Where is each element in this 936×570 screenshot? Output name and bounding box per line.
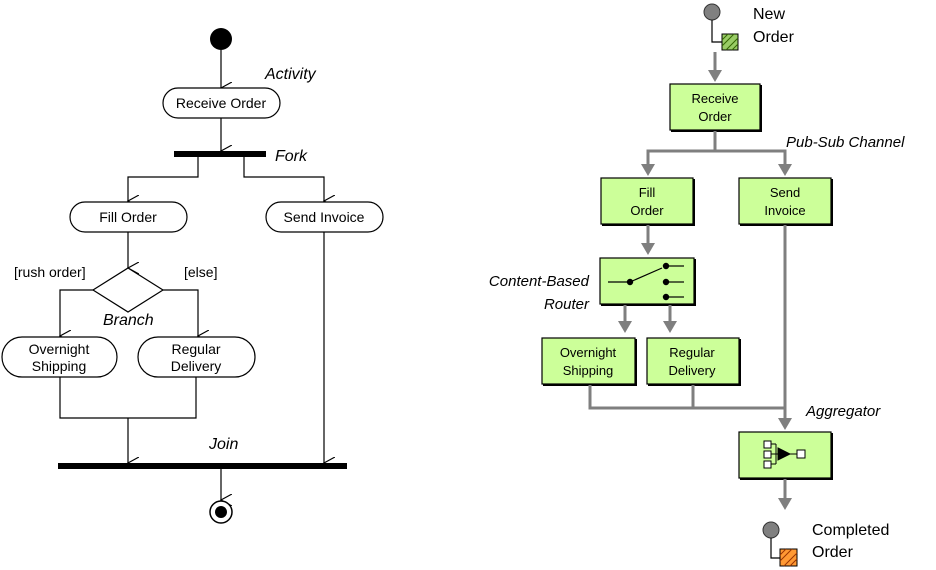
join-label: Join [208,436,238,453]
flow-fork-to-invoice [243,157,324,201]
arrow-new-to-receive [708,70,722,82]
send-invoice-label-1: Send [770,185,800,200]
flow-overnight-to-regular-merge [59,377,197,419]
arrow-fill-to-router [641,243,655,255]
fill-order-label: Fill Order [99,209,157,225]
overnight-label-2: Shipping [563,363,614,378]
branch-diamond [91,267,165,313]
fill-order-label-2: Order [630,203,664,218]
regular-delivery-label-2: Delivery [171,358,222,374]
regular-label-2: Delivery [669,363,716,378]
pubsub-channel-label: Pub-Sub Channel [786,134,905,151]
router-label-2: Router [544,296,590,313]
completed-order-icon-hatch [779,548,798,567]
router-box-shadow [601,259,696,306]
new-order-label-2: Order [753,29,795,46]
overnight-shipping-label-2: Shipping [32,358,87,374]
guard-else: [else] [184,264,217,280]
guard-rush-order: [rush order] [14,264,86,280]
completed-order-connector [770,538,780,559]
new-order-label-1: New [753,6,785,23]
receive-order-label-1: Receive [692,91,739,106]
completed-order-endpoint-dot [762,521,780,539]
overnight-shipping-box [541,337,636,385]
completed-order-label-1: Completed [812,522,889,539]
pubsub-channel [646,149,787,166]
arrow-router-to-overnight [618,321,632,333]
final-node-core [215,506,227,518]
flow-branch-to-overnight [60,289,93,336]
regular-delivery-label-1: Regular [171,341,220,357]
overnight-label-1: Overnight [560,345,617,360]
send-invoice-box-shadow [740,179,833,226]
regular-box-shadow [648,339,741,386]
uml-activity-diagram: Activity Receive Order Fork Fill Order S… [1,28,384,524]
aggregator-box-shadow [740,433,833,480]
overnight-box-shadow [543,339,637,386]
branch-label: Branch [103,312,154,329]
join-bar [58,463,347,469]
fork-bar [174,151,266,157]
send-invoice-label-2: Invoice [764,203,805,218]
arrow-router-to-regular [663,321,677,333]
eip-diagram: New Order Receive Order Pub-Sub Channel … [489,3,905,567]
arrow-into-aggregator [778,418,792,430]
regular-delivery-box [646,337,740,385]
receive-order-label-2: Order [698,109,732,124]
send-invoice-label: Send Invoice [284,209,365,225]
fill-order-label-1: Fill [639,185,656,200]
completed-order-label-2: Order [812,544,854,561]
receive-order-label: Receive Order [176,95,267,111]
pipe-deliveries-merge [588,385,785,410]
new-order-connector [711,20,722,43]
aggregator-icon [763,440,806,469]
arrow-pubsub-to-fill [641,164,655,176]
router-label-1: Content-Based [489,273,590,290]
initial-node [210,28,232,50]
router-icon [608,262,684,301]
arrow-pubsub-to-send [778,164,792,176]
receive-order-box-shadow [671,85,762,132]
arrow-aggregator-to-completed [778,498,792,510]
completed-order-message-icon [779,548,798,567]
fill-order-box-shadow [602,179,695,226]
regular-label-1: Regular [669,345,715,360]
overnight-shipping-label-1: Overnight [29,341,90,357]
activity-label: Activity [264,66,317,83]
flow-branch-to-regular [163,289,198,336]
new-order-message-icon [721,33,739,51]
new-order-icon-hatch [721,33,739,51]
aggregator-label: Aggregator [805,403,881,420]
fill-order-box [600,177,694,225]
new-order-endpoint-dot [703,3,721,21]
flow-fork-to-fill [128,157,199,201]
fork-label: Fork [275,148,308,165]
